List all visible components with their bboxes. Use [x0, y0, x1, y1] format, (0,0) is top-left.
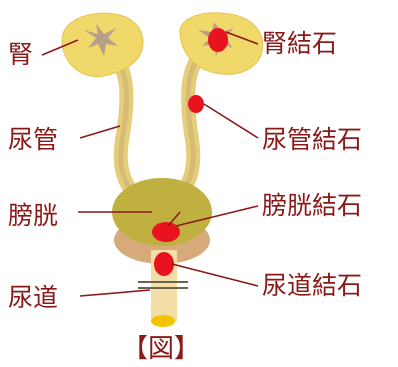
- urethra-stone: [154, 252, 174, 276]
- label-urethra: 尿道: [8, 283, 58, 312]
- urethra-leader: [80, 290, 150, 296]
- bladder-stone: [152, 222, 180, 242]
- label-kidney-stone: 腎結石: [262, 29, 337, 58]
- label-urethra-stone: 尿道結石: [262, 271, 362, 300]
- label-kidney: 腎: [8, 40, 33, 69]
- urethra-opening: [151, 315, 175, 327]
- kidney-stone: [208, 28, 228, 52]
- ureter-leader: [80, 126, 120, 138]
- label-bladder: 膀胱: [8, 201, 58, 230]
- left-kidney: [62, 13, 143, 76]
- label-ureter: 尿管: [8, 125, 58, 154]
- label-ureter-stone: 尿管結石: [262, 125, 362, 154]
- label-bladder-stone: 膀胱結石: [262, 191, 362, 220]
- figure-caption: 【図】: [122, 334, 200, 364]
- ureter-stone: [188, 95, 204, 113]
- ureter-stone-leader: [204, 104, 258, 138]
